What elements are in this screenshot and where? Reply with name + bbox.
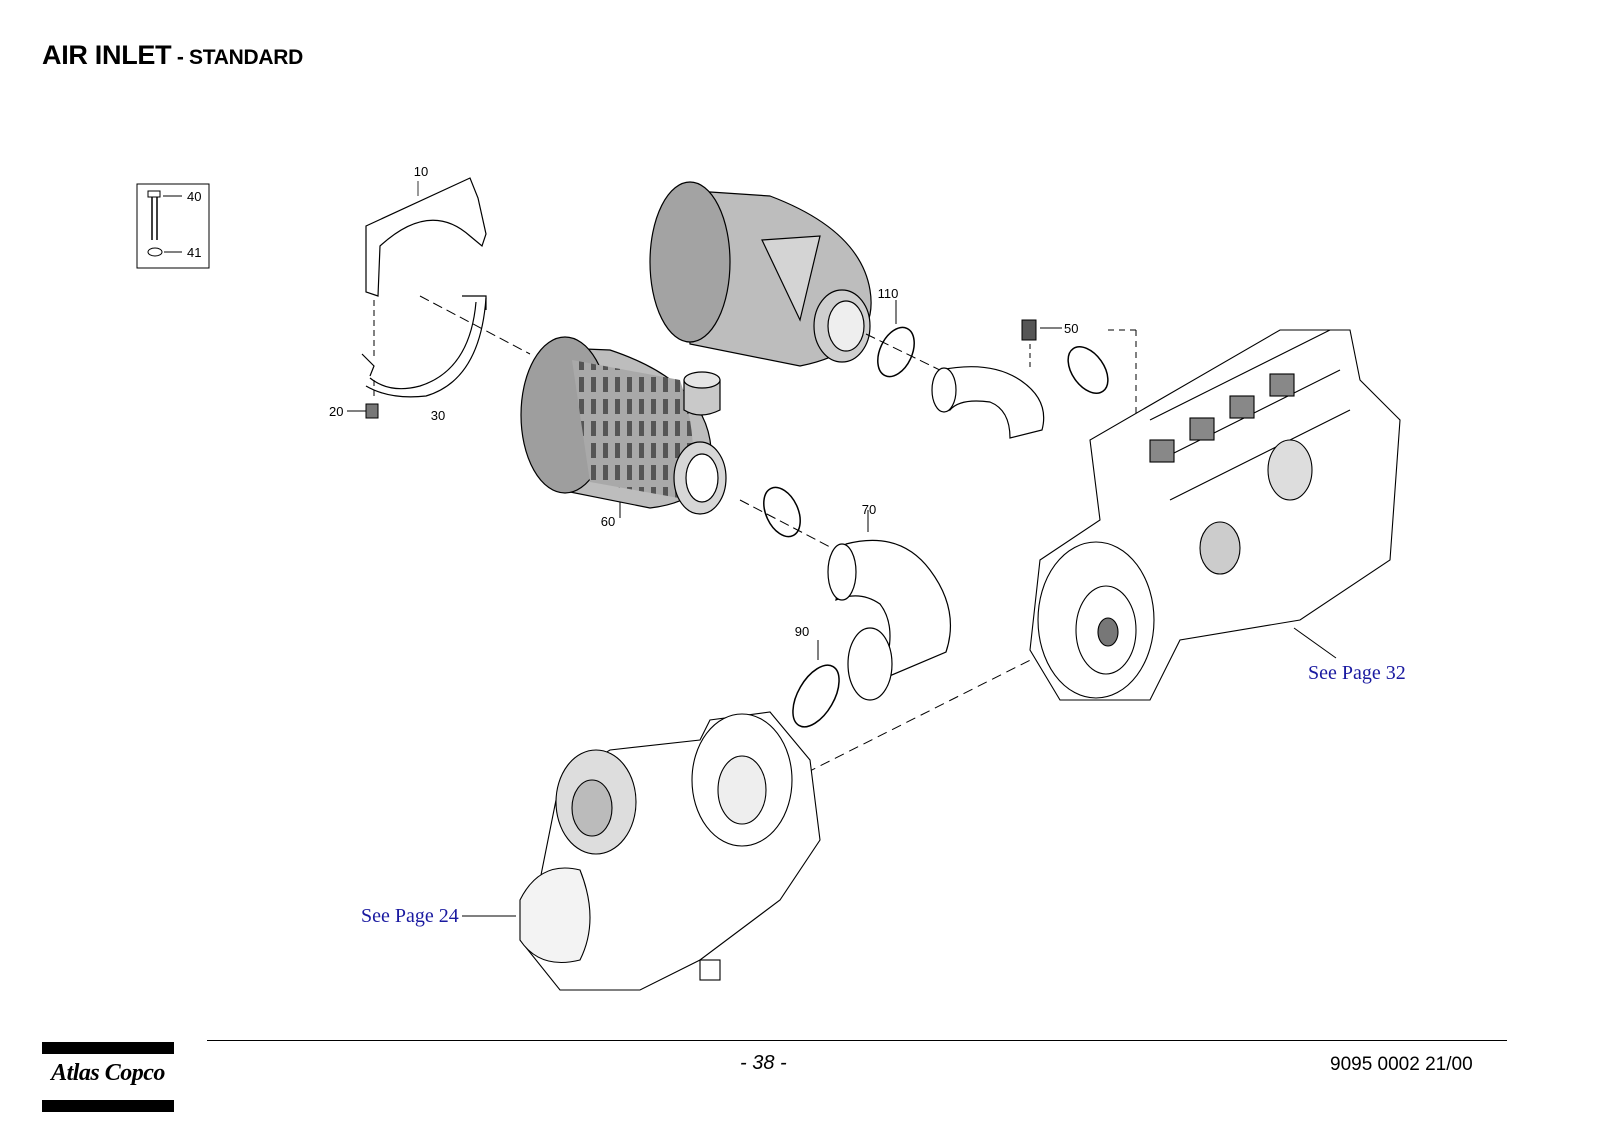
- callout-70: 70: [862, 502, 876, 517]
- callout-41: 41: [187, 245, 201, 260]
- page-title-main: AIR INLET: [42, 40, 172, 70]
- logo-wordmark: Atlas Copco: [51, 1060, 165, 1086]
- see-page-32-link[interactable]: See Page 32: [1308, 662, 1406, 684]
- page-number: - 38 -: [740, 1052, 787, 1074]
- air-filter-upper: [649, 181, 872, 367]
- document-number: 9095 0002 21/00: [1330, 1054, 1473, 1075]
- hose-clamp-110: [763, 326, 1109, 728]
- lower-elbow-hose-70: [827, 539, 952, 701]
- callout-110: 110: [878, 286, 899, 301]
- hardware-inset: [136, 183, 210, 269]
- bracket-upper: [365, 177, 487, 297]
- compressor-element: [519, 711, 821, 991]
- callout-90: 90: [795, 624, 809, 639]
- callout-30: 30: [431, 408, 445, 423]
- callout-20: 20: [329, 404, 343, 419]
- logo-bar-top: [42, 1042, 174, 1054]
- upper-elbow-hose: [931, 366, 1045, 439]
- air-filter-60: [520, 336, 727, 515]
- restriction-indicator-50: [1021, 319, 1062, 368]
- see-page-24-link[interactable]: See Page 24: [361, 905, 459, 927]
- callout-10: 10: [414, 164, 428, 179]
- callout-60: 60: [601, 514, 615, 529]
- clamp-band-lower: [361, 295, 487, 398]
- atlas-copco-logo: Atlas Copco: [42, 1042, 174, 1112]
- engine-assembly: [1029, 329, 1401, 701]
- page-title-sub: - STANDARD: [171, 46, 303, 69]
- bolt-20: [347, 403, 379, 419]
- logo-bar-bottom: [42, 1100, 174, 1112]
- page-title: AIR INLET - STANDARD: [42, 40, 303, 71]
- callout-40: 40: [187, 189, 201, 204]
- callout-50: 50: [1064, 321, 1078, 336]
- footer-divider: [207, 1040, 1507, 1041]
